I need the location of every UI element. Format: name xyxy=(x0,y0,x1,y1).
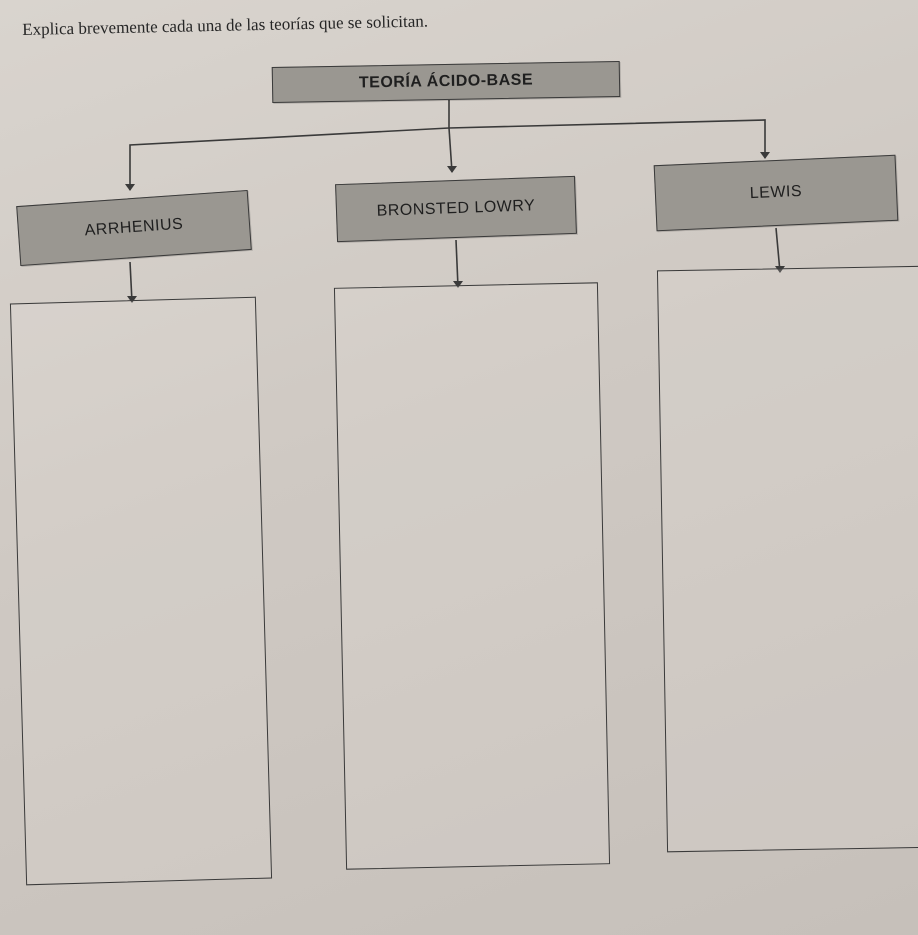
arrowhead-lewis xyxy=(760,152,770,159)
connector-to-bronsted xyxy=(448,127,453,173)
arrhenius-label: ARRHENIUS xyxy=(84,215,184,240)
bronsted-lowry-concept-box: BRONSTED LOWRY xyxy=(335,175,577,243)
bronsted-lowry-label: BRONSTED LOWRY xyxy=(376,197,536,220)
lewis-answer-box[interactable] xyxy=(656,265,918,853)
connector-arrhenius-answer xyxy=(129,261,133,303)
root-concept-box: TEORÍA ÁCIDO-BASE xyxy=(271,60,621,104)
lewis-label: LEWIS xyxy=(749,182,803,203)
bronsted-lowry-answer-box[interactable] xyxy=(333,282,611,870)
arrowhead-bronsted xyxy=(447,166,457,173)
arrowhead-arrhenius xyxy=(125,184,135,191)
arrhenius-concept-box: ARRHENIUS xyxy=(16,189,252,267)
connector-bronsted-answer xyxy=(455,239,459,288)
connector-lewis-answer xyxy=(775,227,781,273)
root-concept-label: TEORÍA ÁCIDO-BASE xyxy=(358,71,534,92)
lewis-concept-box: LEWIS xyxy=(653,154,899,232)
arrhenius-answer-box[interactable] xyxy=(9,296,273,886)
instruction-text: Explica brevemente cada una de las teorí… xyxy=(22,11,429,39)
